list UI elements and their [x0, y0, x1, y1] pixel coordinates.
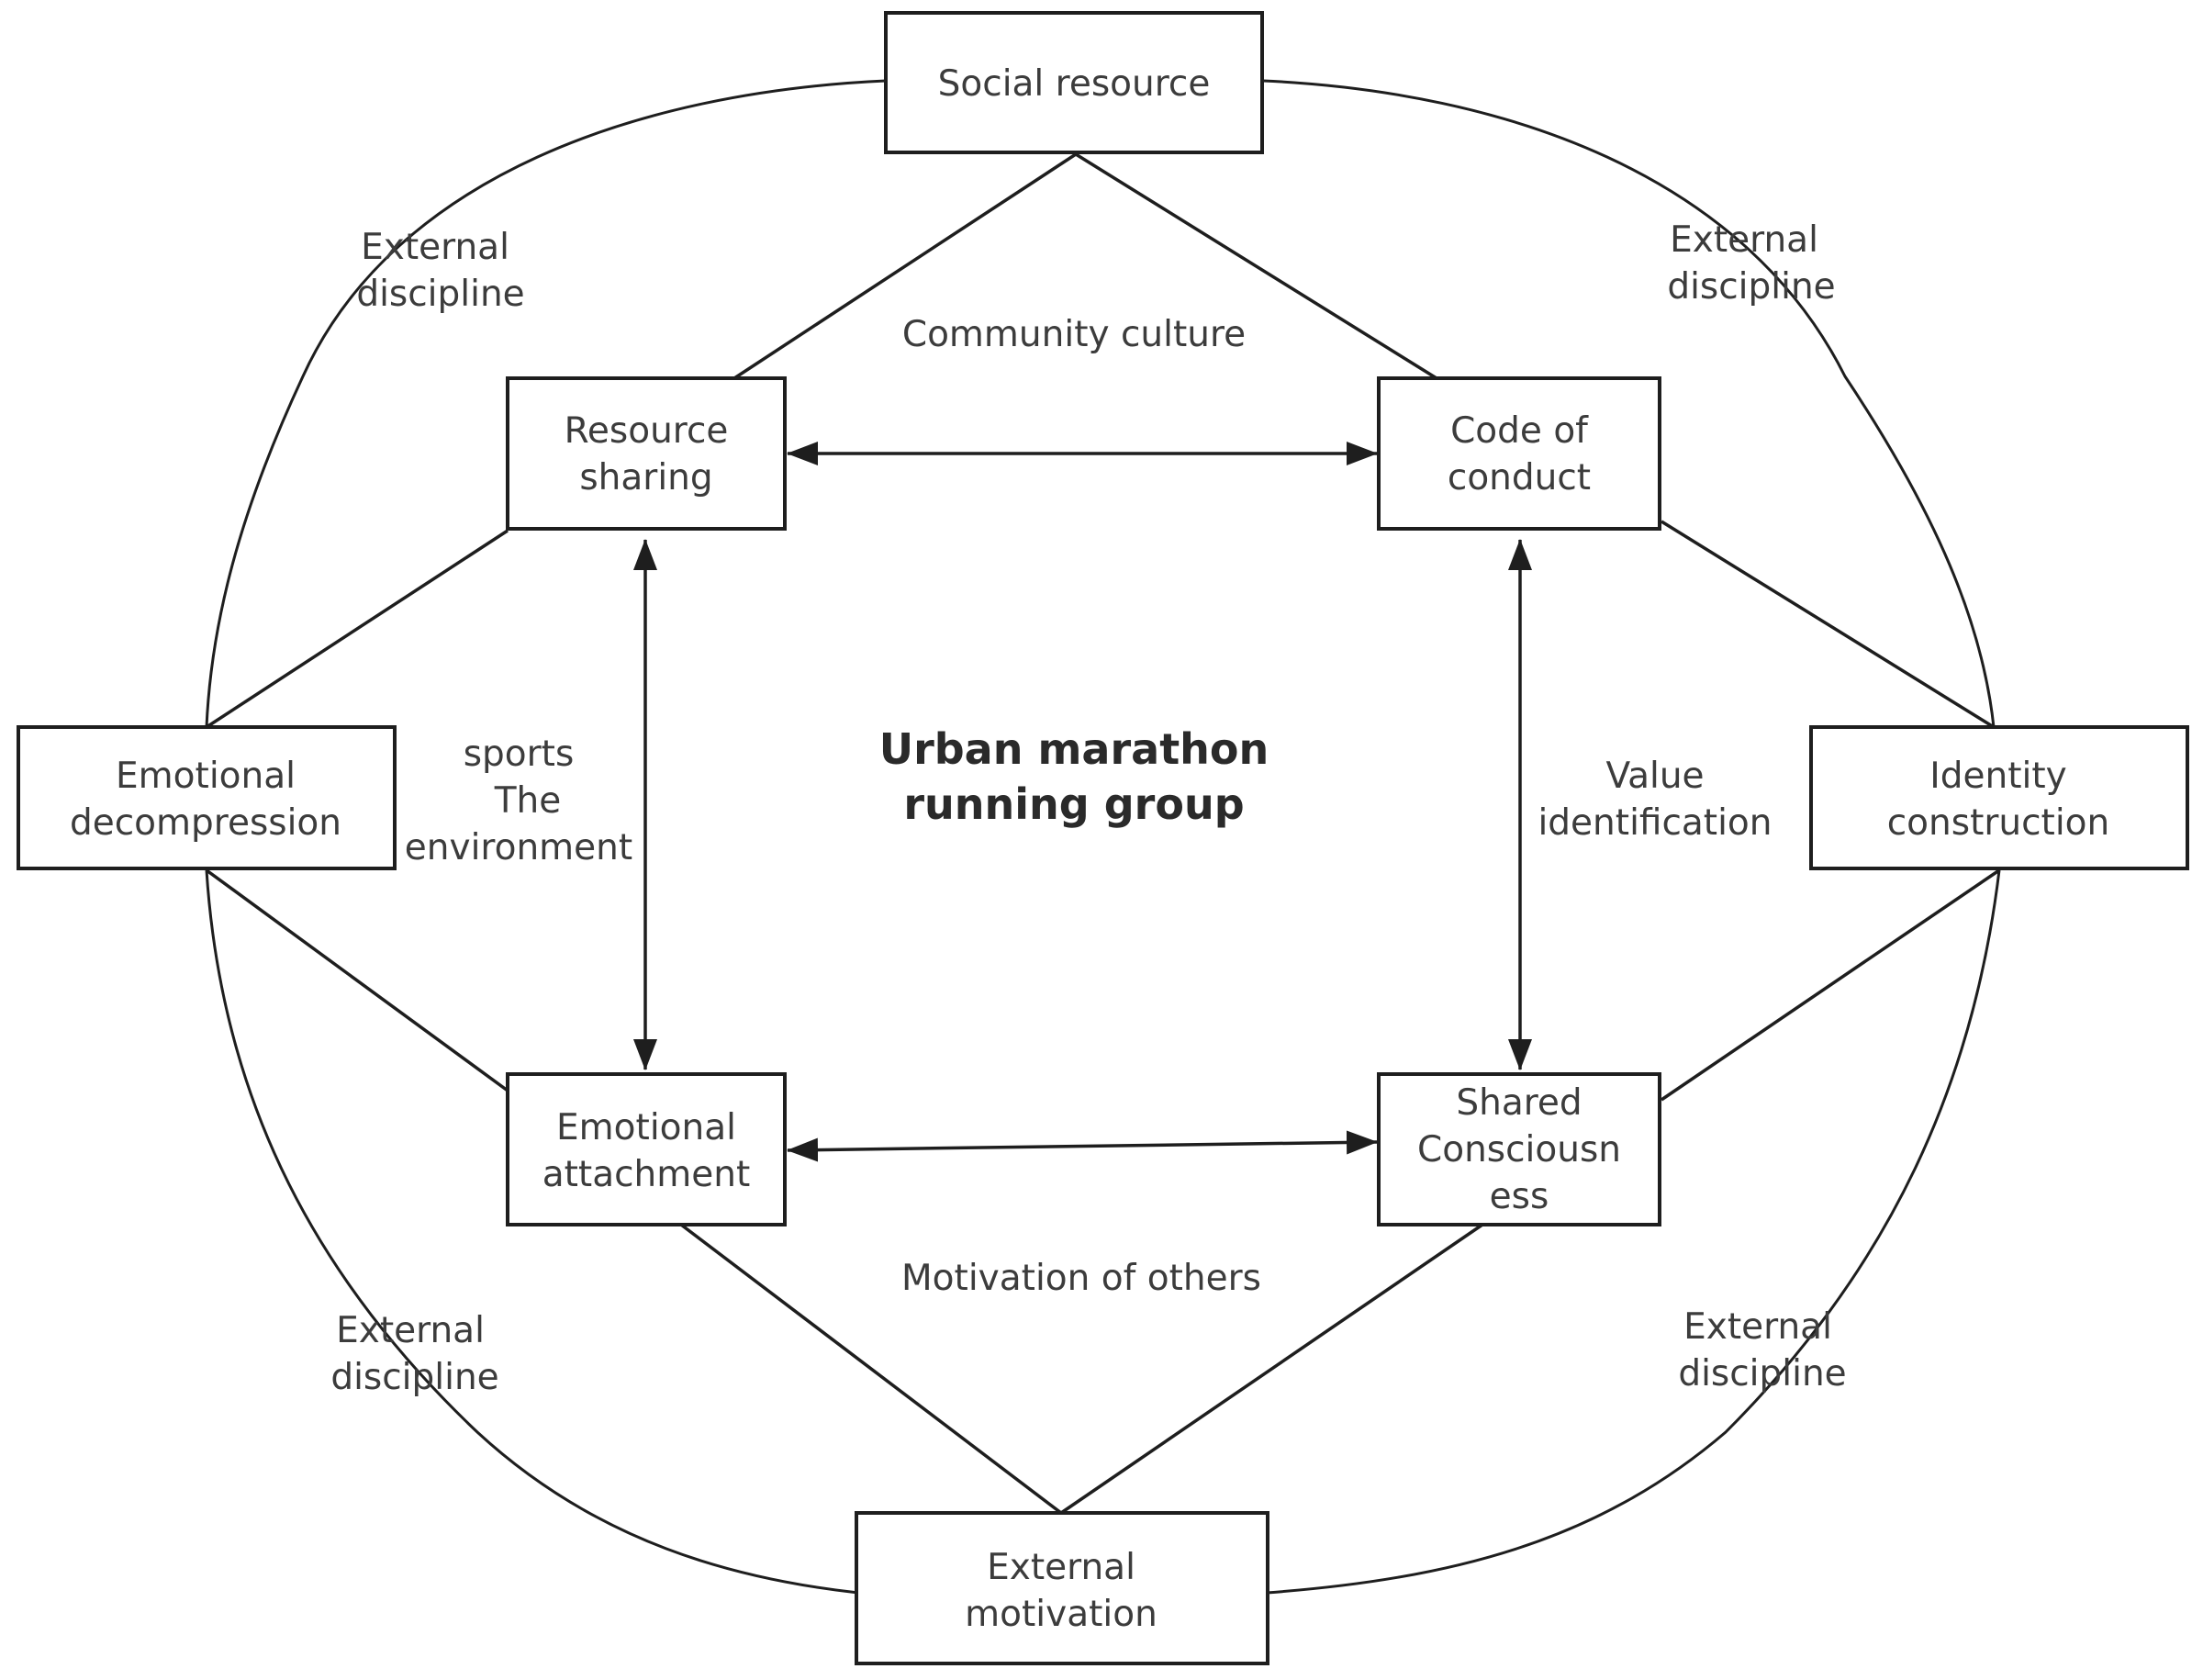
svg-text:discipline: discipline: [1667, 266, 1835, 308]
center-title: Urban marathon running group: [879, 724, 1269, 829]
node-shared-consciousness: Shared Consciousn ess: [1377, 1072, 1661, 1226]
line-attachment-to-external-motivation: [679, 1223, 1063, 1515]
node-emotional-decompression: Emotional decompression: [17, 725, 397, 870]
svg-text:ess: ess: [1490, 1176, 1549, 1217]
label-external-discipline-bottom-right: External discipline: [1678, 1306, 1846, 1394]
line-social-to-code-of-conduct: [1075, 152, 1437, 380]
svg-text:environment: environment: [405, 827, 632, 868]
svg-text:External: External: [336, 1310, 485, 1351]
line-code-of-conduct-to-identity: [1661, 520, 1995, 729]
arrow-emotional-attachment-shared-consciousness: [787, 1130, 1378, 1162]
svg-text:Shared: Shared: [1456, 1082, 1582, 1124]
svg-text:discipline: discipline: [356, 274, 524, 315]
label-motivation-of-others: Motivation of others: [901, 1258, 1261, 1299]
node-resource-sharing: Resource sharing: [506, 376, 787, 531]
line-emotional-decompression-to-attachment: [205, 868, 509, 1092]
svg-text:Identity: Identity: [1929, 756, 2066, 797]
svg-text:The: The: [494, 780, 562, 822]
svg-text:External: External: [1670, 219, 1818, 261]
node-external-motivation: External motivation: [855, 1511, 1269, 1665]
outer-arc-bottom-right: [1266, 869, 2001, 1595]
outer-arc-bottom-left: [205, 869, 859, 1595]
svg-text:Value: Value: [1605, 756, 1704, 797]
svg-text:Consciousn: Consciousn: [1417, 1129, 1621, 1170]
svg-text:Resource: Resource: [565, 410, 729, 452]
svg-text:running group: running group: [903, 779, 1244, 829]
svg-text:External: External: [1683, 1306, 1832, 1348]
node-social-resource: Social resource: [884, 11, 1264, 154]
svg-text:Code of: Code of: [1450, 410, 1589, 452]
node-code-of-conduct: Code of conduct: [1377, 376, 1661, 531]
svg-text:conduct: conduct: [1448, 457, 1591, 498]
svg-text:discipline: discipline: [330, 1357, 498, 1398]
line-identity-to-shared-consciousness: [1661, 868, 2000, 1102]
svg-text:External: External: [987, 1547, 1135, 1588]
node-identity-construction: Identity construction: [1809, 725, 2189, 870]
line-resource-sharing-to-emotional-decompression: [206, 529, 509, 729]
label-external-discipline-bottom-left: External discipline: [330, 1310, 498, 1398]
line-social-to-resource-sharing: [733, 152, 1077, 380]
svg-text:sports: sports: [464, 734, 575, 775]
label-community-culture: Community culture: [902, 314, 1246, 355]
node-emotional-attachment: Emotional attachment: [506, 1072, 787, 1226]
svg-text:Emotional: Emotional: [556, 1107, 736, 1148]
label-value-identification: Value identification: [1538, 756, 1772, 844]
outer-arc-top-right: [1262, 79, 1996, 728]
svg-text:construction: construction: [1887, 802, 2110, 844]
line-shared-to-external-motivation: [1060, 1223, 1483, 1515]
outer-arc-top-left: [205, 79, 887, 728]
label-external-discipline-top-left: External discipline: [356, 227, 524, 315]
svg-text:External: External: [361, 227, 509, 268]
label-sports-environment: sports The environment: [405, 734, 632, 868]
label-external-discipline-top-right: External discipline: [1667, 219, 1835, 308]
svg-text:sharing: sharing: [579, 457, 712, 498]
svg-text:Social resource: Social resource: [938, 63, 1211, 105]
svg-text:decompression: decompression: [70, 802, 341, 844]
svg-text:discipline: discipline: [1678, 1353, 1846, 1394]
svg-text:identification: identification: [1538, 802, 1772, 844]
svg-text:attachment: attachment: [542, 1154, 751, 1195]
svg-text:motivation: motivation: [965, 1594, 1157, 1635]
svg-text:Emotional: Emotional: [116, 756, 296, 797]
svg-text:Urban marathon: Urban marathon: [879, 724, 1269, 774]
